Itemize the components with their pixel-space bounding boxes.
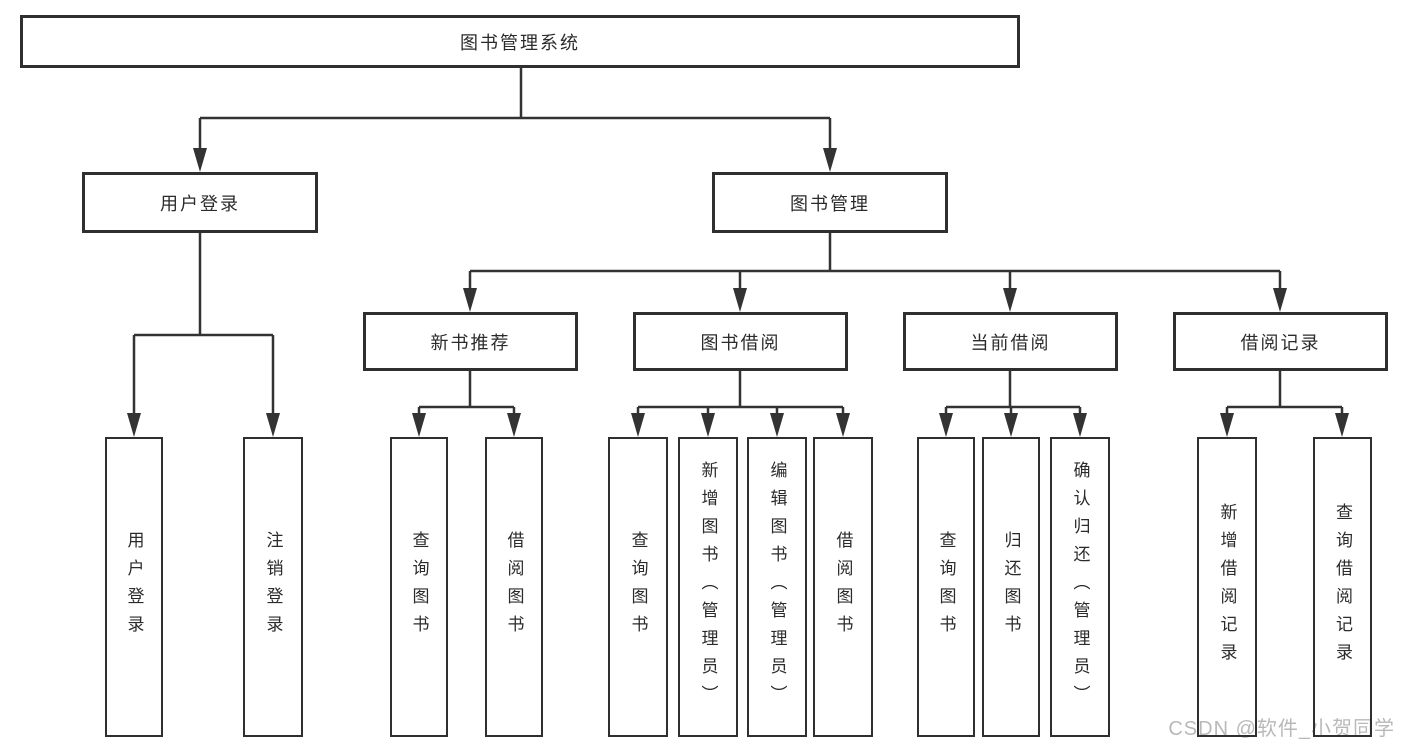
node-user-login: 用户登录 [82,172,318,233]
node-label: 新增图书（管理员） [698,461,718,713]
edge-borrowing-records-to-leaves [1220,371,1349,437]
node-label: 查询借阅记录 [1333,503,1352,671]
node-leaf-query-borrow-record: 查询借阅记录 [1313,437,1372,737]
node-label: 注销登录 [263,531,283,643]
edge-new-book-recommendation-to-leaves [412,371,521,437]
edge-current-borrowing-to-leaves [939,371,1087,437]
node-leaf-borrow-books-borrowing: 借阅图书 [813,437,873,737]
node-label: 当前借阅 [970,332,1051,353]
node-label: 借阅图书 [833,531,853,643]
node-label: 借阅图书 [504,531,524,643]
edge-book-management-to-level3 [463,233,1287,312]
node-leaf-logout: 注销登录 [243,437,303,737]
node-label: 新书推荐 [430,332,511,353]
node-leaf-add-borrow-record: 新增借阅记录 [1197,437,1257,737]
node-label: 编辑图书（管理员） [767,461,787,713]
edge-book-borrowing-to-leaves [631,371,850,437]
node-book-borrowing: 图书借阅 [633,312,848,371]
node-label: 图书借阅 [700,332,781,353]
node-label: 归还图书 [1001,531,1021,643]
node-leaf-return-books: 归还图书 [982,437,1040,737]
node-label: 查询图书 [628,531,648,643]
node-label: 借阅记录 [1240,332,1321,353]
node-label: 图书管理系统 [460,32,580,53]
node-label: 图书管理 [790,193,870,214]
node-leaf-confirm-return-admin: 确认归还（管理员） [1050,437,1110,737]
node-label: 用户登录 [124,531,144,643]
node-leaf-edit-books-admin: 编辑图书（管理员） [747,437,807,737]
edge-user-login-to-leaves [127,233,280,437]
node-label: 新增借阅记录 [1217,503,1237,671]
node-label: 查询图书 [936,531,956,643]
edge-root-to-level2 [193,68,837,172]
node-library-management-system: 图书管理系统 [20,15,1020,68]
node-label: 确认归还（管理员） [1070,461,1090,713]
node-leaf-query-books-borrowing: 查询图书 [608,437,668,737]
node-current-borrowing: 当前借阅 [903,312,1118,371]
csdn-watermark: CSDN @软件_小贺同学 [1168,718,1395,740]
node-label: 查询图书 [409,531,429,643]
node-leaf-borrow-books-recommend: 借阅图书 [485,437,543,737]
node-borrowing-records: 借阅记录 [1173,312,1388,371]
node-label: 用户登录 [160,193,240,214]
node-leaf-user-login: 用户登录 [105,437,163,737]
node-new-book-recommendation: 新书推荐 [363,312,578,371]
node-leaf-query-books-recommend: 查询图书 [390,437,448,737]
node-book-management: 图书管理 [712,172,948,233]
node-leaf-add-books-admin: 新增图书（管理员） [678,437,738,737]
node-leaf-query-books-current: 查询图书 [917,437,975,737]
